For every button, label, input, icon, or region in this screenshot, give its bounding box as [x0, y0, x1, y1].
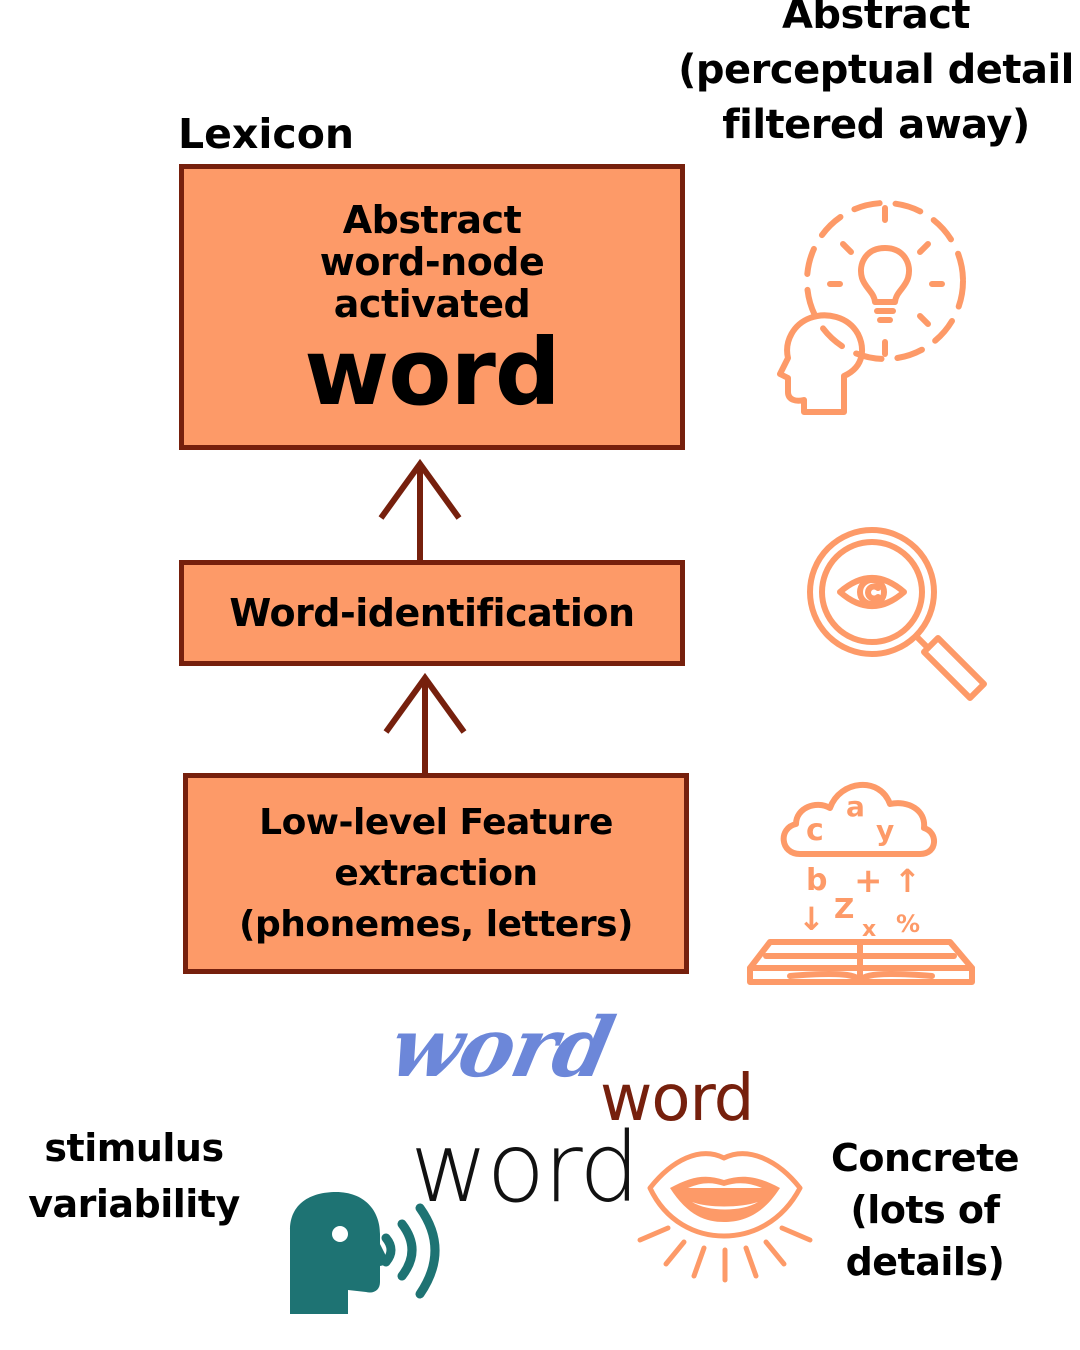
- concrete-line-1: Concrete: [830, 1136, 1020, 1180]
- word-identification-label: Word-identification: [229, 591, 635, 635]
- concrete-label: Concrete (lots of details): [820, 1132, 1030, 1288]
- rain-symbol-plus: +: [854, 861, 883, 901]
- arrow-up-2: [383, 672, 467, 773]
- word-sample-thin: word: [410, 1112, 640, 1224]
- lexicon-box-line-3: activated: [333, 282, 531, 326]
- abstract-label-line-1: Abstract: [781, 0, 971, 38]
- lexicon-box-word: word: [304, 319, 560, 426]
- speaking-head-icon: [290, 1192, 440, 1314]
- abstract-label-line-3: filtered away): [722, 102, 1030, 148]
- concrete-line-3: details): [845, 1240, 1005, 1284]
- rain-letter-x: x: [862, 917, 876, 942]
- rain-symbol-up: ↑: [894, 862, 921, 900]
- word-sample-script: word: [381, 1000, 621, 1096]
- rain-symbol-down: ↓: [798, 900, 825, 938]
- arrow-up-1: [378, 458, 462, 560]
- cloud-letter-c: c: [806, 813, 824, 848]
- rain-letter-z: Z: [834, 892, 854, 925]
- lexicon-box-line-2: word-node: [319, 240, 545, 284]
- lexicon-box: Abstract word-node activated word: [179, 164, 685, 450]
- stimulus-variability-label: stimulus variability: [14, 1120, 254, 1232]
- word-identification-box: Word-identification: [179, 560, 685, 666]
- stimulus-line-1: stimulus: [44, 1126, 224, 1170]
- rain-symbol-percent: %: [896, 910, 920, 938]
- low-level-feature-box: Low-level Feature extraction (phonemes, …: [183, 773, 689, 974]
- concrete-line-2: (lots of: [850, 1188, 1000, 1232]
- lexicon-label: Lexicon: [178, 110, 355, 158]
- cloud-letter-a: a: [846, 790, 865, 823]
- rain-letter-b: b: [806, 863, 827, 898]
- low-level-line-3: (phonemes, letters): [239, 904, 633, 945]
- stimulus-line-2: variability: [28, 1182, 240, 1226]
- cloud-letter-y: y: [876, 814, 894, 847]
- lips-icon: [637, 1151, 813, 1283]
- abstract-label: Abstract (perceptual detail filtered awa…: [676, 0, 1076, 153]
- head-lightbulb-icon: [777, 200, 966, 415]
- book-letters-icon: c a y b + ↑ ↓ Z x %: [747, 782, 975, 985]
- low-level-line-1: Low-level Feature: [259, 802, 613, 843]
- low-level-line-2: extraction: [334, 853, 538, 894]
- magnifier-eye-icon: [807, 527, 987, 701]
- word-sample-handwritten: word: [600, 1062, 754, 1136]
- abstract-label-line-2: (perceptual detail: [678, 47, 1074, 93]
- lexicon-box-line-1: Abstract: [342, 198, 522, 242]
